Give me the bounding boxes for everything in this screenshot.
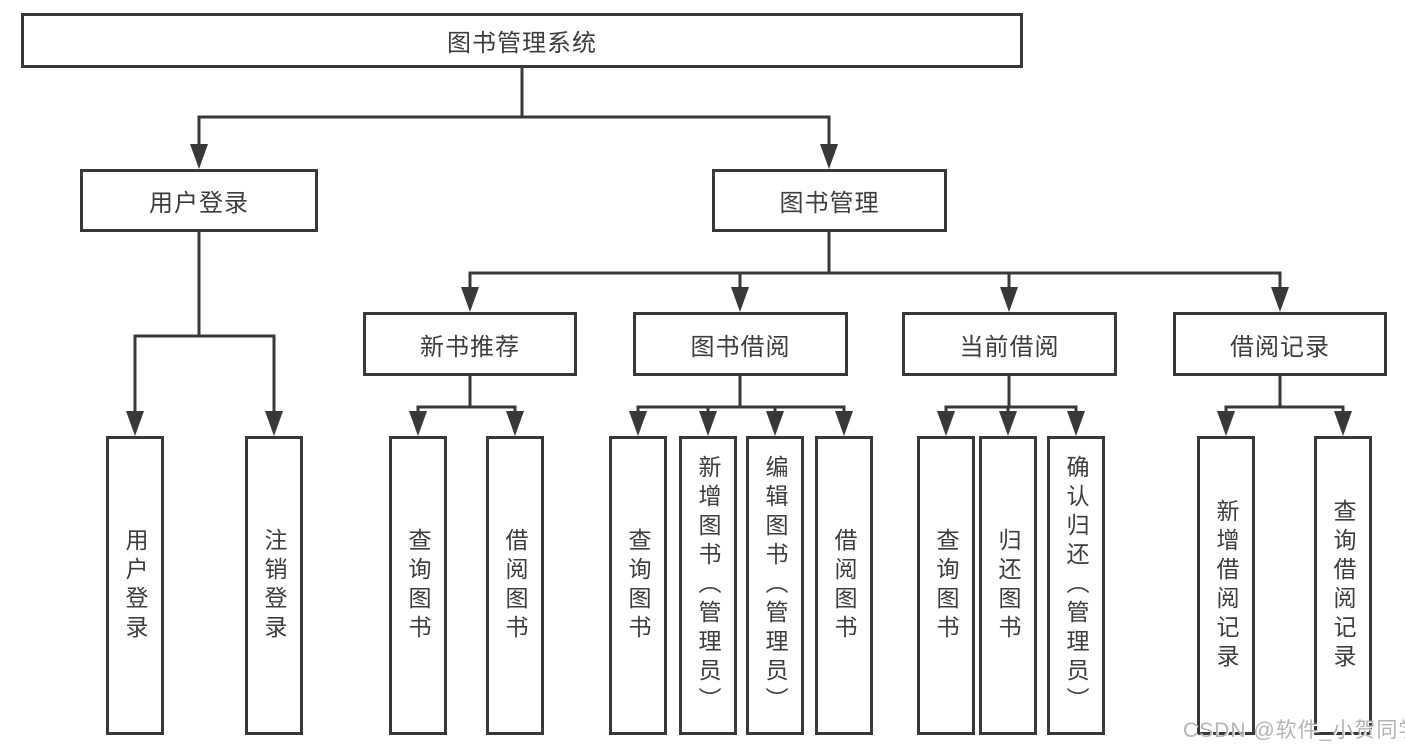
node-new-book-recommend: 新书推荐 xyxy=(363,312,577,376)
arrowheads-leaves xyxy=(126,411,1352,436)
leaf-label: 编辑图书（管理员） xyxy=(762,455,788,716)
connector-borrow-record-to-leaves xyxy=(1224,374,1345,418)
leaf-label: 新增借阅记录 xyxy=(1213,498,1239,673)
leaf-user-login: 用户登录 xyxy=(106,436,164,735)
node-label: 图书管理系统 xyxy=(447,30,597,57)
leaf-label: 归还图书 xyxy=(995,527,1021,644)
leaf-borrow-book: 借阅图书 xyxy=(815,436,873,735)
leaf-edit-book-admin: 编辑图书（管理员） xyxy=(746,436,804,735)
node-book-management: 图书管理 xyxy=(712,169,947,232)
node-library-management-system: 图书管理系统 xyxy=(21,13,1023,68)
leaf-label: 查询借阅记录 xyxy=(1330,498,1356,673)
node-label: 当前借阅 xyxy=(959,333,1060,361)
node-label: 借阅记录 xyxy=(1230,333,1330,361)
arrowheads-branches xyxy=(190,144,838,169)
node-label: 图书管理 xyxy=(779,190,880,217)
connector-book-management-to-modules xyxy=(468,231,1282,294)
connector-root-to-branches xyxy=(197,66,831,152)
leaf-query-book-current: 查询图书 xyxy=(917,436,975,735)
csdn-watermark: CSDN @软件_小贺同学 xyxy=(1183,719,1405,742)
node-user-login: 用户登录 xyxy=(80,169,318,232)
leaf-logout-login: 注销登录 xyxy=(245,436,303,735)
node-borrow-records: 借阅记录 xyxy=(1173,312,1387,376)
leaf-label: 确认归还（管理员） xyxy=(1063,455,1089,716)
leaf-label: 查询图书 xyxy=(405,527,431,644)
connector-current-borrow-to-leaves xyxy=(944,374,1078,418)
node-label: 新书推荐 xyxy=(420,333,520,361)
leaf-label: 查询图书 xyxy=(625,527,651,644)
leaf-label: 查询图书 xyxy=(933,527,959,644)
leaf-confirm-return-admin: 确认归还（管理员） xyxy=(1047,436,1105,735)
node-label: 用户登录 xyxy=(149,190,249,217)
connector-user-login-to-leaves xyxy=(133,230,276,418)
node-label: 图书借阅 xyxy=(690,333,791,361)
leaf-label: 注销登录 xyxy=(261,527,287,644)
connector-book-borrow-to-leaves xyxy=(636,374,846,418)
leaf-label: 新增图书（管理员） xyxy=(695,455,721,716)
arrowheads-modules xyxy=(461,287,1289,312)
leaf-add-book-admin: 新增图书（管理员） xyxy=(679,436,737,735)
leaf-label: 用户登录 xyxy=(122,527,148,644)
node-current-borrow: 当前借阅 xyxy=(902,312,1117,376)
leaf-borrow-book-recommend: 借阅图书 xyxy=(486,436,544,735)
leaf-query-book-recommend: 查询图书 xyxy=(389,436,447,735)
leaf-label: 借阅图书 xyxy=(831,527,857,644)
leaf-return-book: 归还图书 xyxy=(979,436,1037,735)
leaf-query-book-borrow: 查询图书 xyxy=(609,436,667,735)
leaf-label: 借阅图书 xyxy=(502,527,528,644)
leaf-query-borrow-record: 查询借阅记录 xyxy=(1314,436,1372,735)
connector-new-book-to-leaves xyxy=(416,374,517,418)
node-book-borrow: 图书借阅 xyxy=(633,312,848,376)
leaf-add-borrow-record: 新增借阅记录 xyxy=(1197,436,1255,735)
